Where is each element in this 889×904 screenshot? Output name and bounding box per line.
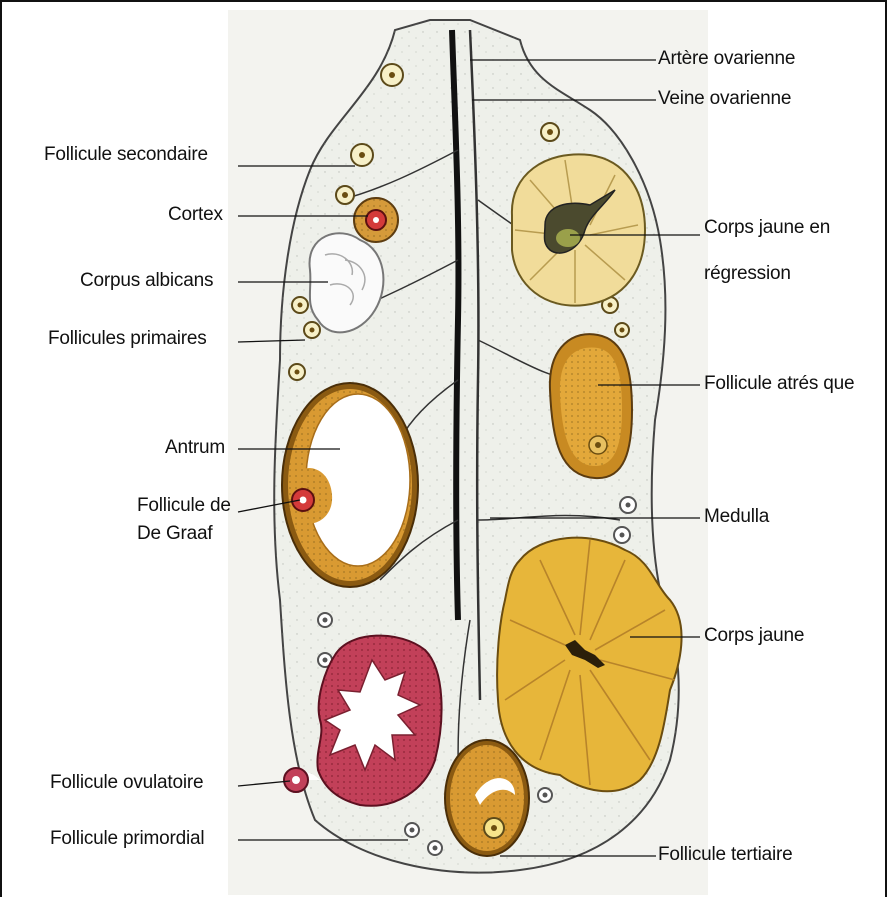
label-follicule-atresique: Follicule atrés que <box>704 373 854 395</box>
label-corps-jaune-regression-line1: Corps jaune en <box>704 205 854 251</box>
label-corps-jaune-regression: Corps jaune en régression <box>704 205 854 297</box>
label-antrum: Antrum <box>165 437 225 459</box>
label-follicule-de-graaf-line1: Follicule de <box>137 492 237 520</box>
label-cortex: Cortex <box>168 204 223 226</box>
label-follicules-primaires: Follicules primaires <box>48 328 207 350</box>
label-follicule-primordial: Follicule primordial <box>50 828 204 850</box>
label-follicule-de-graaf: Follicule de De Graaf <box>137 492 237 548</box>
label-follicule-de-graaf-line2: De Graaf <box>137 520 237 548</box>
label-artere-ovarienne: Artère ovarienne <box>658 48 795 70</box>
label-medulla: Medulla <box>704 506 769 528</box>
label-corps-jaune: Corps jaune <box>704 625 804 647</box>
label-corps-jaune-regression-line2: régression <box>704 251 854 297</box>
label-veine-ovarienne: Veine ovarienne <box>658 88 791 110</box>
label-follicule-tertiaire: Follicule tertiaire <box>658 844 793 866</box>
label-follicule-ovulatoire: Follicule ovulatoire <box>50 772 203 794</box>
label-follicule-secondaire: Follicule secondaire <box>44 144 208 166</box>
label-corpus-albicans: Corpus albicans <box>80 270 213 292</box>
